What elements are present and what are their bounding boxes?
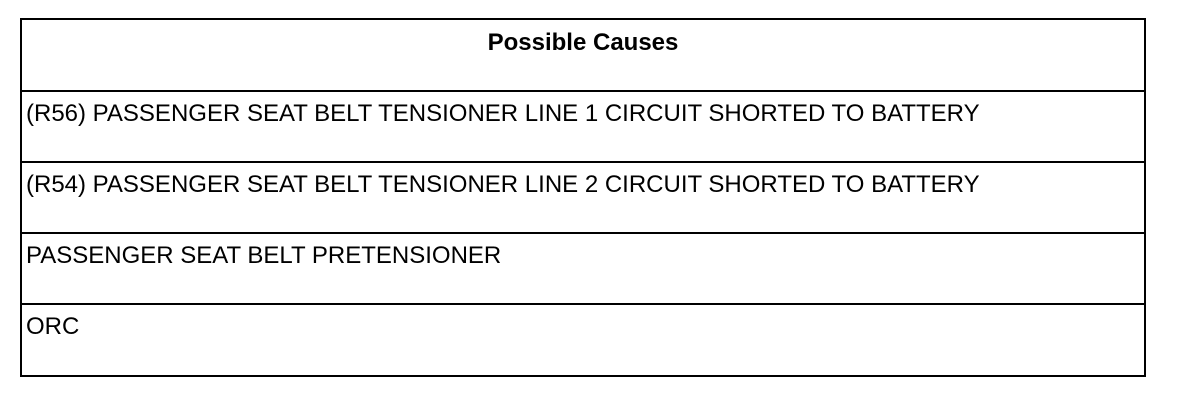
cause-cell: (R56) PASSENGER SEAT BELT TENSIONER LINE… [26,100,980,127]
table-row: ORC [22,305,1144,375]
table-header-row: Possible Causes [22,20,1144,92]
table-row: (R54) PASSENGER SEAT BELT TENSIONER LINE… [22,163,1144,234]
cause-cell: (R54) PASSENGER SEAT BELT TENSIONER LINE… [26,171,980,198]
cause-cell: ORC [26,313,80,340]
table-row: (R56) PASSENGER SEAT BELT TENSIONER LINE… [22,92,1144,163]
table-header: Possible Causes [487,29,679,56]
cause-cell: PASSENGER SEAT BELT PRETENSIONER [26,242,502,269]
table-row: PASSENGER SEAT BELT PRETENSIONER [22,234,1144,305]
possible-causes-table: Possible Causes (R56) PASSENGER SEAT BEL… [20,18,1146,377]
